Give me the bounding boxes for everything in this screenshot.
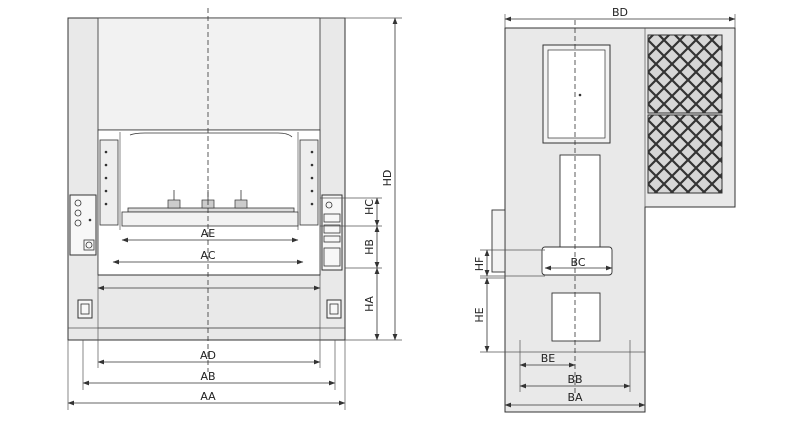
display-icon [323, 213, 341, 223]
left-gib [99, 139, 119, 226]
knob-icon [74, 209, 82, 217]
right-foot-switch [326, 299, 342, 319]
mesh-guard-lower [647, 114, 723, 194]
side-view: BD BC HF HE BE BB BA [473, 6, 736, 413]
side-protrusion [491, 209, 506, 273]
dim-label-HF: HF [473, 257, 486, 272]
dim-label-BB: BB [567, 373, 582, 386]
mesh-guard-upper [647, 34, 723, 114]
clamp-3 [234, 199, 248, 209]
switch-icon [323, 235, 341, 243]
dim-label-AE: AE [201, 227, 216, 240]
button-icon [83, 239, 95, 251]
crown-upright-area [97, 17, 321, 131]
dim-label-BD: BD [612, 6, 628, 19]
slide-column [559, 154, 601, 248]
switch-icon [323, 247, 341, 267]
lower-box [551, 292, 601, 342]
slide-outline [129, 132, 293, 138]
front-view: AE AC AD AB AA HD HC HB HA [67, 8, 402, 410]
knob-icon [74, 219, 82, 227]
dim-label-HE: HE [473, 307, 486, 322]
dim-label-HA: HA [363, 296, 376, 312]
knob-icon [74, 199, 82, 207]
dim-label-AA: AA [200, 390, 216, 403]
right-gib [299, 139, 319, 226]
dim-label-BE: BE [541, 352, 556, 365]
dim-label-HB: HB [363, 239, 376, 255]
dim-label-BC: BC [570, 256, 585, 269]
upper-die-plate [127, 207, 295, 213]
clamp-1 [167, 199, 181, 209]
dim-label-HD: HD [381, 170, 394, 187]
switch-icon [323, 224, 341, 234]
left-foot-switch [77, 299, 93, 319]
dim-label-AC: AC [200, 249, 215, 262]
bolster [121, 211, 299, 227]
dim-label-AB: AB [200, 370, 215, 383]
dim-label-BA: BA [567, 391, 583, 404]
knob-icon [325, 201, 333, 209]
dim-label-HC: HC [363, 199, 376, 215]
dim-label-AD: AD [200, 349, 216, 362]
